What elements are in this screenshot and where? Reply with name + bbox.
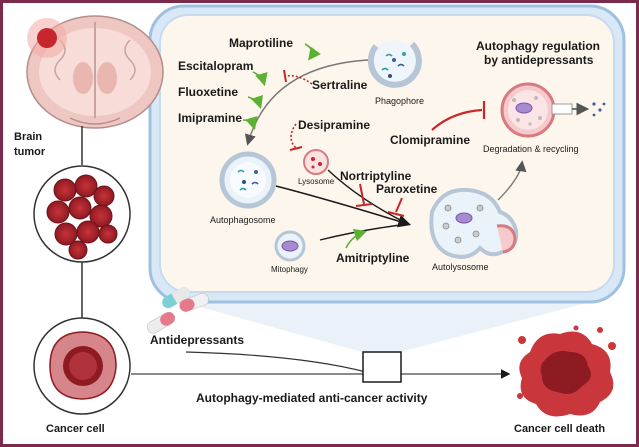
- brain-illustration: [26, 15, 164, 129]
- cancer-cell-death-label: Cancer cell death: [514, 423, 605, 435]
- drug-escitalopram: Escitalopram: [178, 59, 253, 73]
- degradation-illustration: [500, 82, 606, 138]
- inhibit-symbols-fusion: [355, 183, 405, 217]
- zoom-funnel: [175, 300, 598, 352]
- drug-fluoxetine: Fluoxetine: [178, 85, 238, 99]
- drug-maprotiline: Maprotiline: [229, 36, 293, 50]
- sertraline-inhibit: [283, 69, 313, 85]
- amitriptyline-activate-arrow: [345, 228, 368, 249]
- anticancer-label: Autophagy-mediated anti-cancer activity: [196, 391, 428, 405]
- phagophore-label: Phagophore: [375, 96, 424, 106]
- desipramine-inhibit: [289, 123, 303, 151]
- autophagosome-illustration: [219, 151, 277, 209]
- drug-imipramine: Imipramine: [178, 111, 242, 125]
- mitophagy-label: Mitophagy: [271, 265, 308, 274]
- autolysosome-illustration: [429, 187, 519, 259]
- brain-label-line1: Brain: [14, 131, 42, 143]
- cancer-cell: [33, 317, 131, 415]
- antidepressants-label: Antidepressants: [150, 333, 244, 347]
- dead-cell-illustration: [517, 325, 616, 417]
- drug-nortriptyline: Nortriptyline: [340, 169, 412, 183]
- mitophagy-illustration: [274, 230, 306, 262]
- tumor-tissue: [33, 165, 131, 263]
- autolysosome-label: Autolysosome: [432, 262, 489, 272]
- regulation-title-line2: by antidepressants: [484, 53, 594, 67]
- activation-arrows: [242, 43, 321, 131]
- clomipramine-inhibit: [431, 101, 486, 131]
- brain-label-line2: tumor: [14, 146, 46, 158]
- drug-paroxetine: Paroxetine: [376, 182, 438, 196]
- pills-icon: [146, 287, 209, 334]
- autophagosome-label: Autophagosome: [210, 215, 276, 225]
- degradation-label: Degradation & recycling: [483, 144, 579, 154]
- focus-box: [362, 351, 402, 383]
- drug-line: [185, 351, 367, 373]
- phagophore-illustration: [367, 40, 422, 88]
- cancer-cell-label: Cancer cell: [46, 423, 105, 435]
- drug-desipramine: Desipramine: [298, 118, 370, 132]
- drug-amitriptyline: Amitriptyline: [336, 251, 410, 265]
- drug-clomipramine: Clomipramine: [390, 133, 470, 147]
- lysosome-label: Lysosome: [298, 177, 335, 186]
- regulation-title-line1: Autophagy regulation: [476, 39, 600, 53]
- drug-sertraline: Sertraline: [312, 78, 368, 92]
- lysosome-illustration: [303, 149, 329, 175]
- arrow-to-degradation: [497, 160, 527, 201]
- tumor-spot: [37, 28, 57, 48]
